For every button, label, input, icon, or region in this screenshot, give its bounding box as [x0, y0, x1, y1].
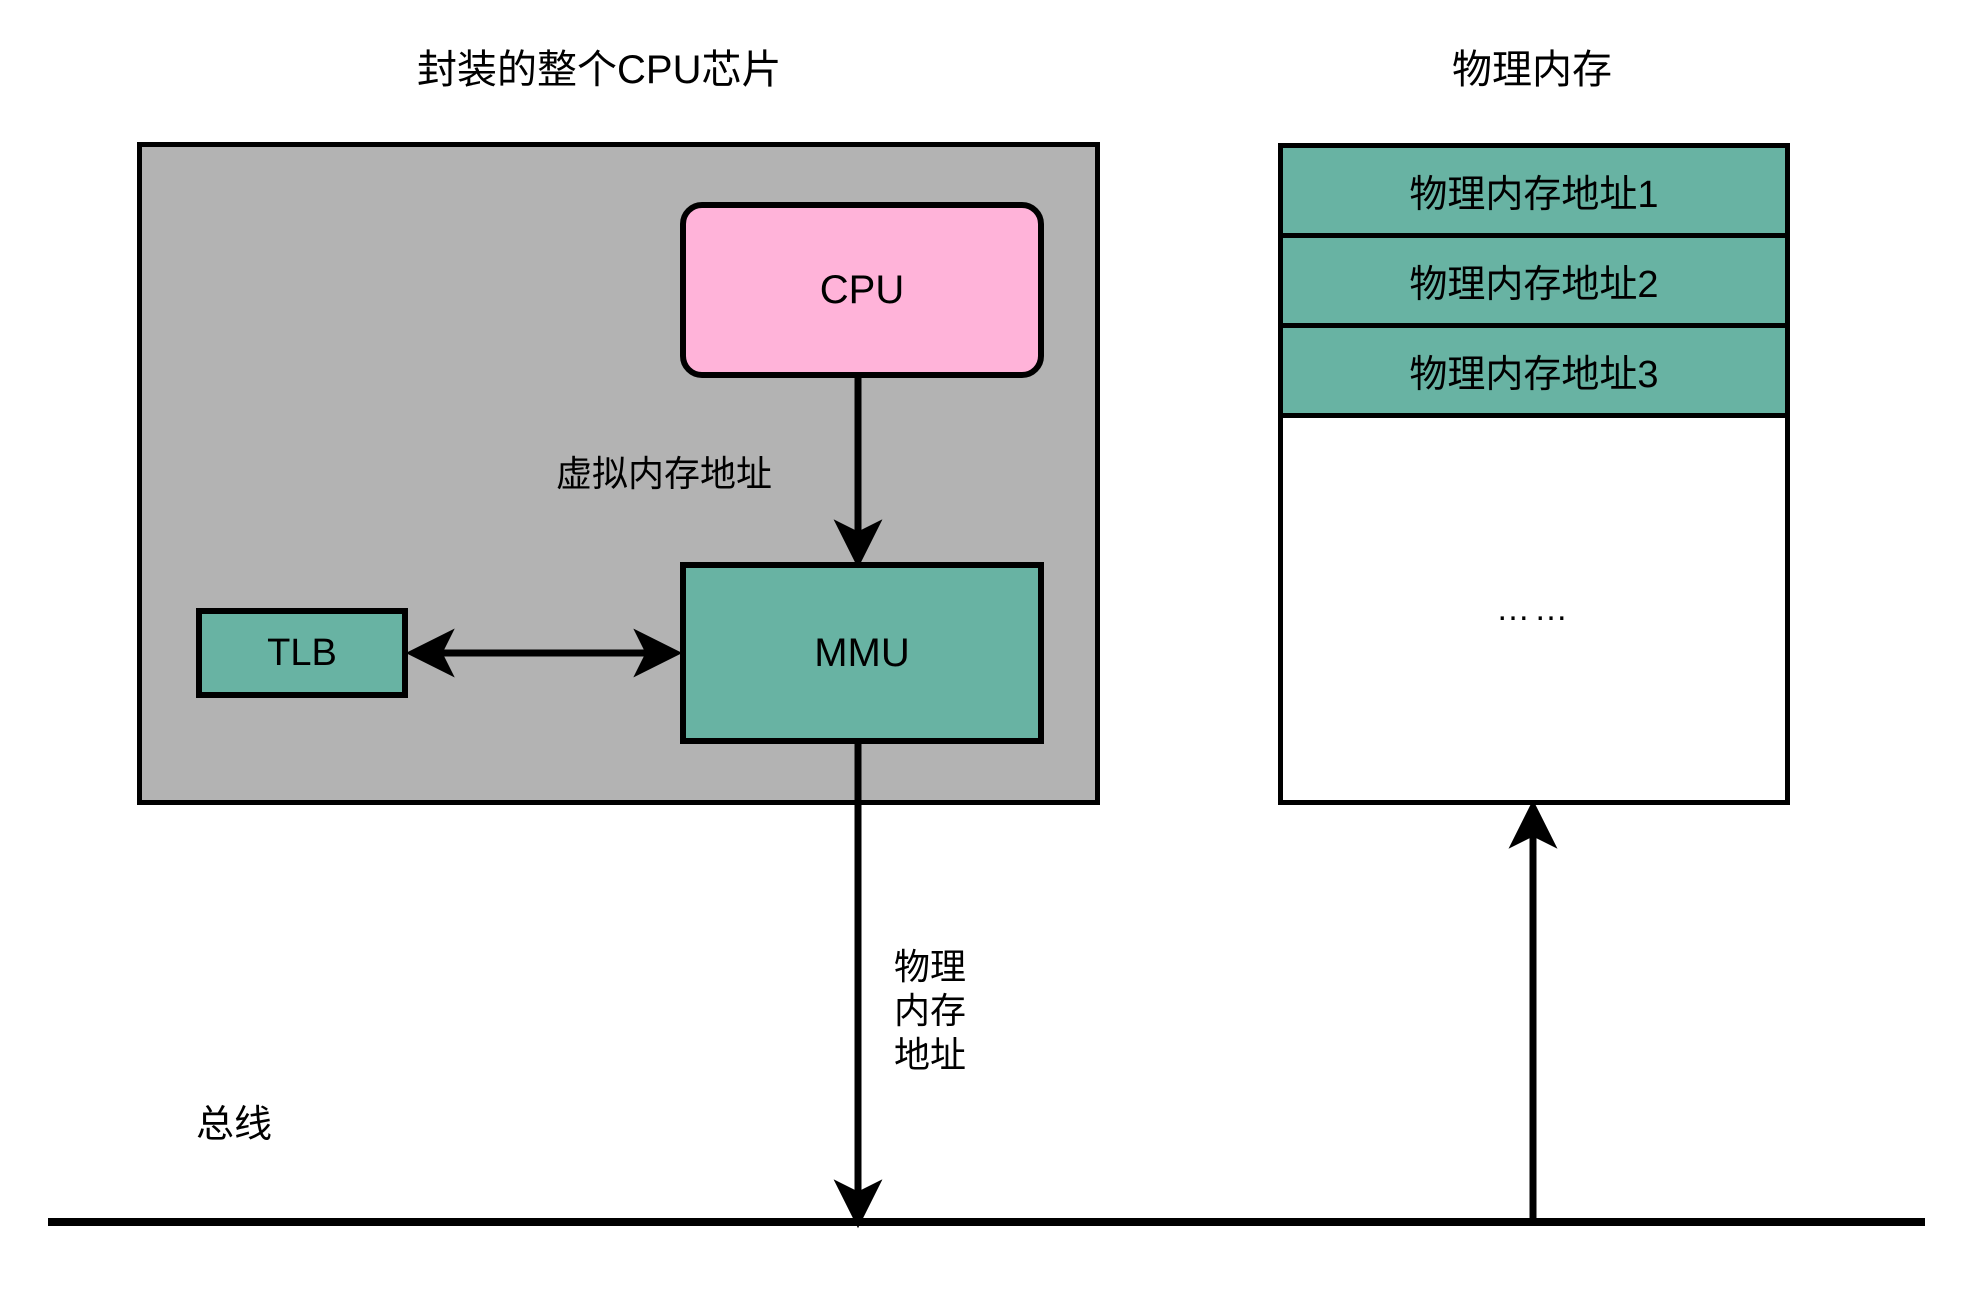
memory-row-label: 物理内存地址3	[1409, 354, 1659, 396]
physical-memory-container: 物理内存地址1 物理内存地址2 物理内存地址3 ……	[1278, 143, 1790, 805]
physical-address-line-1: 物理	[893, 946, 966, 987]
tlb-block[interactable]: TLB	[196, 608, 408, 698]
physical-address-line-3: 地址	[893, 1033, 966, 1075]
memory-ellipsis-label: ……	[1496, 589, 1572, 628]
cpu-chip-title: 封装的整个CPU芯片	[417, 48, 782, 92]
memory-row-label: 物理内存地址2	[1409, 264, 1659, 306]
memory-row[interactable]: 物理内存地址3	[1283, 328, 1785, 418]
bus-label: 总线	[196, 1104, 273, 1146]
virtual-address-label: 虚拟内存地址	[556, 453, 773, 494]
memory-ellipsis-row: ……	[1283, 418, 1785, 800]
memory-row-label: 物理内存地址1	[1409, 174, 1659, 216]
physical-memory-title: 物理内存	[1452, 48, 1612, 92]
mmu-block-label: MMU	[814, 630, 910, 675]
memory-row[interactable]: 物理内存地址1	[1283, 148, 1785, 238]
memory-row[interactable]: 物理内存地址2	[1283, 238, 1785, 328]
cpu-block-label: CPU	[819, 267, 905, 312]
cpu-block[interactable]: CPU	[680, 202, 1044, 378]
tlb-block-label: TLB	[267, 631, 337, 674]
physical-address-label: 物理 内存 地址	[875, 945, 985, 1077]
physical-address-line-2: 内存	[893, 989, 966, 1031]
mmu-block[interactable]: MMU	[680, 562, 1044, 744]
